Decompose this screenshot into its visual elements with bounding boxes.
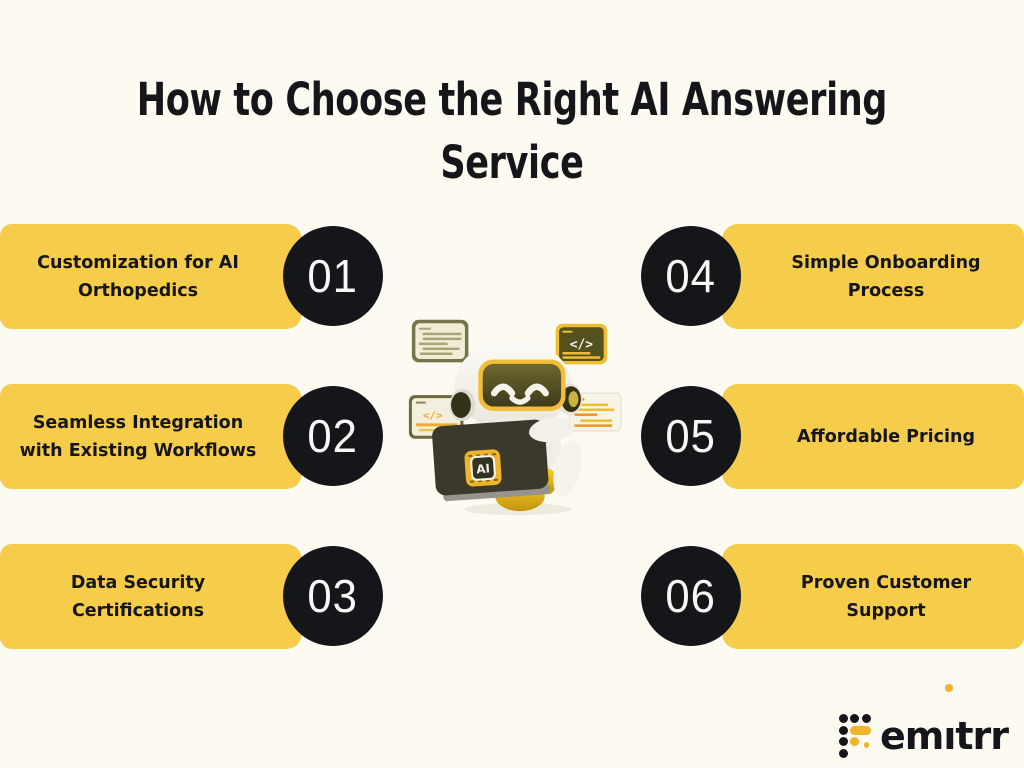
step-number-5: 05: [665, 410, 717, 462]
step-number-badge-2: 02: [283, 386, 383, 486]
step-bar-2: Seamless Integration with Existing Workf…: [0, 384, 302, 489]
laptop: AI: [432, 419, 551, 502]
step-row-6: Proven Customer Support 06: [0, 544, 1024, 649]
emitrr-logo-icon: [838, 712, 873, 760]
step-number-4: 04: [665, 250, 717, 302]
note-card: [411, 319, 469, 363]
step-number-badge-5: 05: [641, 386, 741, 486]
logo-text-pre: em: [879, 714, 944, 758]
step-number-badge-6: 06: [641, 546, 741, 646]
step-number-6: 06: [665, 570, 717, 622]
ai-chip-label: AI: [476, 461, 491, 476]
logo-letter-i: ı: [943, 714, 956, 758]
page-title-line1: How to Choose the Right AI Answering: [136, 73, 888, 126]
ai-chip: AI: [464, 449, 502, 487]
page-title-line2: Service: [440, 136, 584, 189]
step-label-3: Data Security Certifications: [70, 572, 206, 621]
robot-ear-left: [449, 389, 476, 421]
step-number-2: 02: [307, 410, 359, 462]
step-number-badge-1: 01: [283, 226, 383, 326]
step-row-1: Customization for AI Orthopedics 01: [0, 224, 1024, 329]
step-row-4: Simple Onboarding Process 04: [0, 224, 1024, 329]
robot-arm: [529, 417, 575, 443]
step-number-1: 01: [307, 250, 359, 302]
robot-eye-left: [490, 383, 516, 397]
step-label-1: Customization for AI Orthopedics: [37, 252, 239, 301]
code-glyph: </>: [570, 338, 594, 353]
text-card: [569, 392, 622, 432]
robot-hand: [553, 440, 582, 497]
step-bar-6: Proven Customer Support: [722, 544, 1024, 649]
step-row-5: Affordable Pricing 05: [0, 384, 1024, 489]
step-bar-5: Affordable Pricing: [722, 384, 1024, 489]
step-bar-4: Simple Onboarding Process: [722, 224, 1024, 329]
step-bar-1: Customization for AI Orthopedics: [0, 224, 302, 329]
step-label-6: Proven Customer Support: [800, 572, 972, 621]
step-row-2: Seamless Integration with Existing Workf…: [0, 384, 1024, 489]
code-glyph: </>: [423, 409, 443, 422]
step-label-5: Affordable Pricing: [796, 426, 975, 447]
step-number-badge-3: 03: [283, 546, 383, 646]
step-number-badge-4: 04: [641, 226, 741, 326]
code-card-dark: </>: [555, 323, 608, 365]
page-title: How to Choose the Right AI Answering Ser…: [0, 68, 1024, 194]
logo-text-post: trr: [955, 714, 1009, 758]
robot-eye-right: [524, 383, 549, 397]
step-bar-3: Data Security Certifications: [0, 544, 302, 649]
robot-face: [478, 359, 566, 412]
step-number-3: 03: [307, 570, 359, 622]
step-label-2: Seamless Integration with Existing Workf…: [19, 412, 257, 461]
step-row-3: Data Security Certifications 03: [0, 544, 1024, 649]
robot-smile: [509, 395, 531, 405]
robot-illustration: </> </>: [408, 319, 622, 516]
step-label-4: Simple Onboarding Process: [791, 252, 981, 301]
